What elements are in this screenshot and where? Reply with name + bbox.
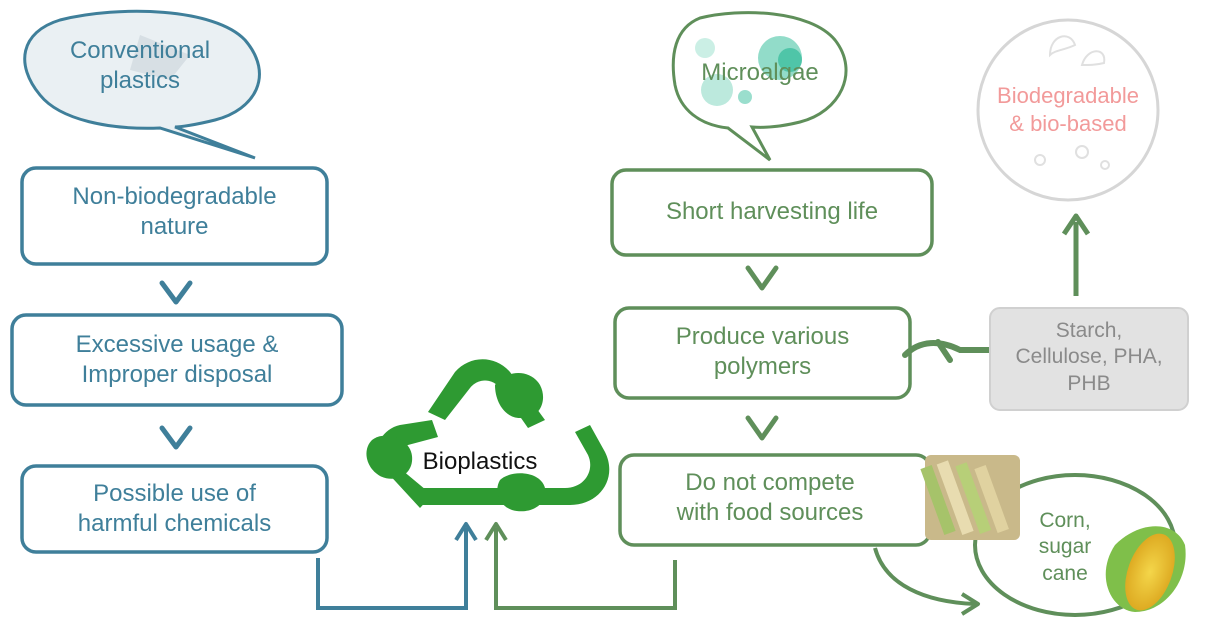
sugarcane-image bbox=[920, 455, 1020, 540]
excessive-usage-box bbox=[10, 313, 344, 407]
bioplastics-label: Bioplastics bbox=[405, 447, 555, 477]
biodegradable-text: Biodegradable & bio-based bbox=[997, 83, 1139, 136]
produce-polymers-text: Produce various polymers bbox=[675, 323, 850, 380]
left-chevron-2 bbox=[159, 425, 193, 450]
microalgae-bubble bbox=[671, 11, 848, 162]
short-harvesting-box bbox=[610, 168, 934, 257]
starch-cellulose-text: Starch, Cellulose, PHA, PHB bbox=[1015, 319, 1163, 395]
excessive-usage-text: Excessive usage & Improper disposal bbox=[75, 331, 279, 388]
corn-image bbox=[1105, 526, 1186, 612]
non-biodegradable-text: Non-biodegradable nature bbox=[72, 183, 277, 240]
right-chevron-2 bbox=[745, 415, 779, 441]
starch-cellulose-box bbox=[989, 307, 1189, 411]
produce-polymers-label: Produce various polymers bbox=[615, 322, 910, 382]
corn-sugarcane-text: Corn, sugar cane bbox=[1038, 509, 1092, 585]
non-biodegradable-label: Non-biodegradable nature bbox=[22, 182, 327, 242]
conventional-plastics-bubble bbox=[23, 9, 261, 160]
short-harvesting-label: Short harvesting life bbox=[612, 197, 932, 227]
blue-connector-arrow bbox=[316, 528, 468, 610]
corn-sugarcane-circle bbox=[873, 455, 1186, 617]
non-biodegradable-box bbox=[20, 166, 329, 266]
bioplastics-text: Bioplastics bbox=[422, 448, 538, 475]
conventional-plastics-text: Conventional plastics bbox=[69, 37, 211, 94]
harmful-chemicals-box bbox=[20, 464, 329, 554]
harmful-chemicals-label: Possible use of harmful chemicals bbox=[22, 479, 327, 539]
recycle-icon bbox=[366, 359, 610, 512]
biodegradable-label: Biodegradable & bio-based bbox=[978, 82, 1158, 137]
starch-cellulose-label: Starch, Cellulose, PHA, PHB bbox=[990, 318, 1188, 397]
conventional-plastics-label: Conventional plastics bbox=[40, 36, 240, 96]
right-chevron-1 bbox=[745, 265, 779, 291]
microalgae-label: Microalgae bbox=[680, 58, 840, 88]
short-harvesting-text: Short harvesting life bbox=[665, 198, 879, 225]
green-connector-arrow bbox=[494, 528, 677, 610]
corn-sugarcane-label: Corn, sugar cane bbox=[1025, 508, 1105, 587]
not-compete-text: Do not compete with food sources bbox=[676, 469, 864, 526]
excessive-usage-label: Excessive usage & Improper disposal bbox=[12, 330, 342, 390]
biodegradable-circle bbox=[976, 18, 1160, 202]
harmful-chemicals-text: Possible use of harmful chemicals bbox=[77, 480, 272, 537]
not-compete-label: Do not compete with food sources bbox=[620, 468, 920, 528]
microalgae-text: Microalgae bbox=[701, 59, 819, 86]
left-chevron-1 bbox=[159, 280, 193, 305]
polymers-side-link bbox=[902, 340, 993, 358]
